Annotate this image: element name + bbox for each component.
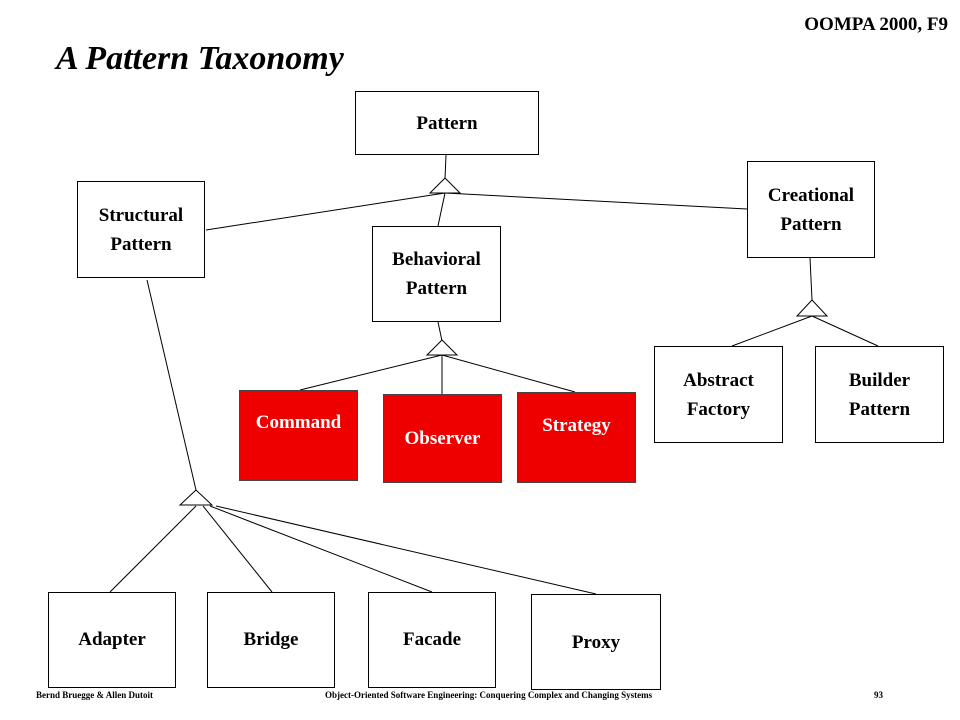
node-builder-line1: Builder bbox=[848, 369, 911, 391]
course-label: OOMPA 2000, F9 bbox=[804, 14, 948, 35]
node-pattern-label: Pattern bbox=[416, 112, 478, 134]
node-structural-line1: Structural bbox=[98, 204, 184, 226]
link-triangle-to-strategy bbox=[441, 354, 576, 393]
slide-title: A Pattern Taxonomy bbox=[56, 40, 344, 77]
node-abstract-factory-label: Abstract Factory bbox=[683, 366, 754, 424]
node-behavioral-line2: Pattern bbox=[405, 278, 468, 299]
node-facade-label: Facade bbox=[402, 629, 462, 650]
node-structural-pattern: Structural Pattern bbox=[77, 181, 205, 278]
node-observer-label: Observer bbox=[404, 428, 481, 449]
node-behavioral-pattern: Behavioral Pattern bbox=[372, 226, 501, 322]
link-triangle-to-facade bbox=[209, 505, 433, 593]
node-abstract-factory-line1: Abstract bbox=[683, 369, 754, 391]
node-strategy-label: Strategy bbox=[542, 415, 611, 436]
node-builder-line2: Pattern bbox=[848, 398, 911, 420]
generalization-triangle-pattern bbox=[428, 177, 462, 194]
node-structural-line2: Pattern bbox=[110, 233, 172, 255]
node-creational-pattern: Creational Pattern bbox=[747, 161, 875, 258]
node-adapter-label: Adapter bbox=[78, 629, 146, 650]
node-bridge-label: Bridge bbox=[243, 629, 299, 650]
footer-book-title: Object-Oriented Software Engineering: Co… bbox=[325, 690, 653, 700]
node-adapter: Adapter bbox=[48, 592, 176, 688]
node-command: Command bbox=[239, 390, 358, 481]
node-behavioral-line1: Behavioral bbox=[392, 249, 481, 270]
node-behavioral-label: Behavioral Pattern bbox=[392, 245, 481, 303]
link-triangle-to-builder bbox=[811, 315, 879, 347]
node-bridge: Bridge bbox=[207, 592, 335, 688]
node-proxy: Proxy bbox=[531, 594, 661, 690]
link-behavioral-to-triangle bbox=[437, 321, 443, 342]
node-abstract-factory-line2: Factory bbox=[686, 398, 751, 420]
node-creational-line1: Creational bbox=[767, 184, 855, 206]
link-triangle-to-structural bbox=[205, 192, 446, 231]
node-observer: Observer bbox=[383, 394, 502, 483]
generalization-triangle-creational bbox=[795, 299, 829, 317]
node-pattern: Pattern bbox=[355, 91, 539, 155]
link-triangle-to-adapter bbox=[109, 505, 197, 593]
link-structural-to-triangle bbox=[146, 279, 197, 491]
node-command-label: Command bbox=[255, 412, 342, 433]
link-triangle-to-behavioral bbox=[437, 192, 446, 227]
node-strategy: Strategy bbox=[517, 392, 636, 483]
footer-page-number: 93 bbox=[874, 690, 883, 700]
generalization-triangle-behavioral bbox=[425, 339, 459, 356]
node-creational-line2: Pattern bbox=[780, 213, 842, 235]
link-triangle-to-command bbox=[299, 354, 443, 391]
node-facade: Facade bbox=[368, 592, 496, 688]
link-creational-to-triangle bbox=[809, 257, 813, 301]
link-triangle-to-creational bbox=[444, 192, 748, 210]
link-triangle-to-bridge bbox=[202, 505, 273, 593]
node-builder-label: Builder Pattern bbox=[849, 366, 910, 424]
link-pattern-to-triangle bbox=[444, 154, 447, 180]
node-structural-label: Structural Pattern bbox=[99, 201, 183, 259]
link-triangle-to-proxy bbox=[215, 505, 597, 595]
footer-authors: Bernd Bruegge & Allen Dutoit bbox=[36, 690, 153, 700]
node-proxy-label: Proxy bbox=[571, 631, 621, 653]
node-creational-label: Creational Pattern bbox=[768, 181, 854, 239]
generalization-triangle-structural bbox=[178, 489, 214, 506]
node-builder-pattern: Builder Pattern bbox=[815, 346, 944, 443]
link-triangle-to-abstract-factory bbox=[731, 315, 813, 347]
node-abstract-factory: Abstract Factory bbox=[654, 346, 783, 443]
